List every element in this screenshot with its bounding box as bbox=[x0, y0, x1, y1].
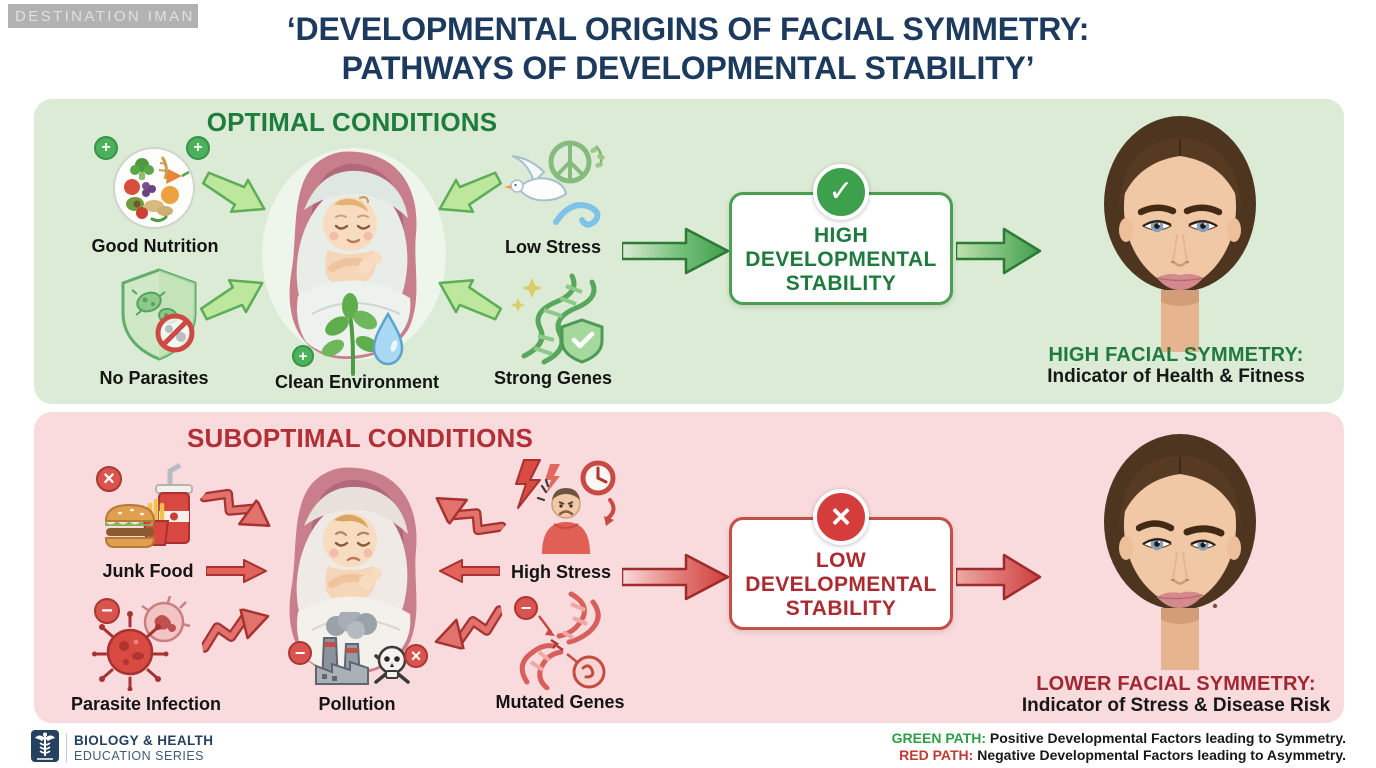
junk-food-icon bbox=[98, 463, 198, 561]
x-badge-icon: × bbox=[96, 466, 122, 492]
series-title: BIOLOGY & HEALTH bbox=[74, 733, 214, 748]
series-branding: BIOLOGY & HEALTH EDUCATION SERIES bbox=[66, 733, 213, 763]
legend-line-red: RED PATH: Negative Developmental Factors… bbox=[700, 747, 1346, 764]
mutated-dna-icon bbox=[505, 588, 613, 690]
low-stability-box: LOW DEVELOPMENTAL STABILITY bbox=[729, 517, 953, 630]
high-symmetry-caption: HIGH FACIAL SYMMETRY: bbox=[1048, 344, 1304, 366]
red-lightning-arrow-icon bbox=[197, 604, 275, 656]
healthy-baby-illustration bbox=[262, 146, 447, 368]
red-path-term: RED PATH: bbox=[899, 747, 974, 763]
check-circle-icon: ✓ bbox=[813, 164, 869, 220]
legend-line-green: GREEN PATH: Positive Developmental Facto… bbox=[700, 730, 1346, 747]
dove-peace-icon bbox=[500, 138, 612, 230]
plus-badge-icon: + bbox=[186, 136, 210, 160]
x-circle-icon: × bbox=[813, 489, 869, 545]
caduceus-book-icon bbox=[31, 730, 59, 762]
factor-label-high-stress: High Stress bbox=[510, 562, 612, 582]
lower-symmetry-caption: LOWER FACIAL SYMMETRY: bbox=[1036, 673, 1316, 695]
dna-shield-icon bbox=[498, 266, 610, 366]
big-red-arrow-icon bbox=[622, 548, 732, 606]
suboptimal-header: SUBOPTIMAL CONDITIONS bbox=[186, 423, 534, 453]
big-red-arrow-icon bbox=[956, 548, 1044, 606]
factor-label-no-parasites: No Parasites bbox=[99, 368, 209, 388]
red-lightning-arrow-icon bbox=[198, 472, 279, 549]
stability-line: STABILITY bbox=[785, 597, 897, 620]
high-symmetry-subcaption: Indicator of Health & Fitness bbox=[1047, 366, 1305, 387]
page-title-line1: ‘DEVELOPMENTAL ORIGINS OF FACIAL SYMMETR… bbox=[286, 11, 1090, 47]
optimal-header: OPTIMAL CONDITIONS bbox=[206, 107, 498, 137]
green-arrow-icon bbox=[192, 262, 276, 335]
red-path-desc: Negative Developmental Factors leading t… bbox=[973, 747, 1346, 763]
green-path-term: GREEN PATH: bbox=[891, 730, 987, 746]
stability-line: DEVELOPMENTAL bbox=[745, 248, 937, 271]
stability-line: HIGH bbox=[813, 224, 869, 247]
red-lightning-arrow-icon bbox=[428, 476, 509, 553]
factor-label-junk-food: Junk Food bbox=[102, 561, 194, 581]
big-green-arrow-icon bbox=[622, 222, 732, 280]
series-subtitle: EDUCATION SERIES bbox=[74, 749, 205, 763]
factor-label-low-stress: Low Stress bbox=[504, 237, 602, 257]
plus-badge-icon: + bbox=[292, 345, 314, 367]
factor-label-strong-genes: Strong Genes bbox=[493, 368, 613, 388]
stress-person-icon bbox=[502, 458, 620, 558]
path-legend: GREEN PATH: Positive Developmental Facto… bbox=[700, 730, 1346, 764]
stability-line: LOW bbox=[815, 549, 867, 572]
symmetric-face-illustration bbox=[1085, 112, 1275, 352]
plant-water-icon bbox=[295, 288, 410, 376]
green-arrow-icon bbox=[426, 262, 510, 335]
red-arrow-icon bbox=[438, 558, 500, 584]
green-path-desc: Positive Developmental Factors leading t… bbox=[986, 730, 1346, 746]
factor-label-clean-environment: Clean Environment bbox=[274, 372, 440, 392]
factor-label-mutated-genes: Mutated Genes bbox=[495, 692, 625, 712]
factor-label-good-nutrition: Good Nutrition bbox=[91, 236, 219, 256]
big-green-arrow-icon bbox=[956, 222, 1044, 280]
high-stability-box: HIGH DEVELOPMENTAL STABILITY bbox=[729, 192, 953, 305]
green-arrow-icon bbox=[426, 158, 510, 231]
page-title-line2: PATHWAYS OF DEVELOPMENTAL STABILITY’ bbox=[341, 50, 1035, 86]
minus-badge-icon: − bbox=[288, 641, 312, 665]
stability-line: STABILITY bbox=[785, 272, 897, 295]
factor-label-parasite-infection: Parasite Infection bbox=[70, 694, 222, 714]
minus-badge-icon: − bbox=[514, 596, 538, 620]
minus-badge-icon: − bbox=[94, 598, 120, 624]
pollution-factory-icon bbox=[288, 612, 428, 692]
nutrition-plate-icon bbox=[108, 143, 200, 233]
stability-line: DEVELOPMENTAL bbox=[745, 573, 937, 596]
red-arrow-icon bbox=[206, 558, 268, 584]
red-lightning-arrow-icon bbox=[429, 602, 507, 654]
shield-no-parasites-icon bbox=[115, 266, 203, 364]
x-badge-icon: × bbox=[404, 644, 428, 668]
factor-label-pollution: Pollution bbox=[318, 694, 396, 714]
plus-badge-icon: + bbox=[94, 136, 118, 160]
page-title: ‘DEVELOPMENTAL ORIGINS OF FACIAL SYMMETR… bbox=[188, 10, 1188, 88]
parasite-virus-icon bbox=[92, 596, 200, 691]
green-arrow-icon bbox=[194, 158, 278, 231]
asymmetric-face-illustration bbox=[1085, 430, 1275, 670]
watermark-bar: DESTINATION IMAN bbox=[8, 4, 198, 28]
lower-symmetry-subcaption: Indicator of Stress & Disease Risk bbox=[1021, 695, 1331, 716]
watermark-text: DESTINATION IMAN bbox=[15, 7, 195, 25]
